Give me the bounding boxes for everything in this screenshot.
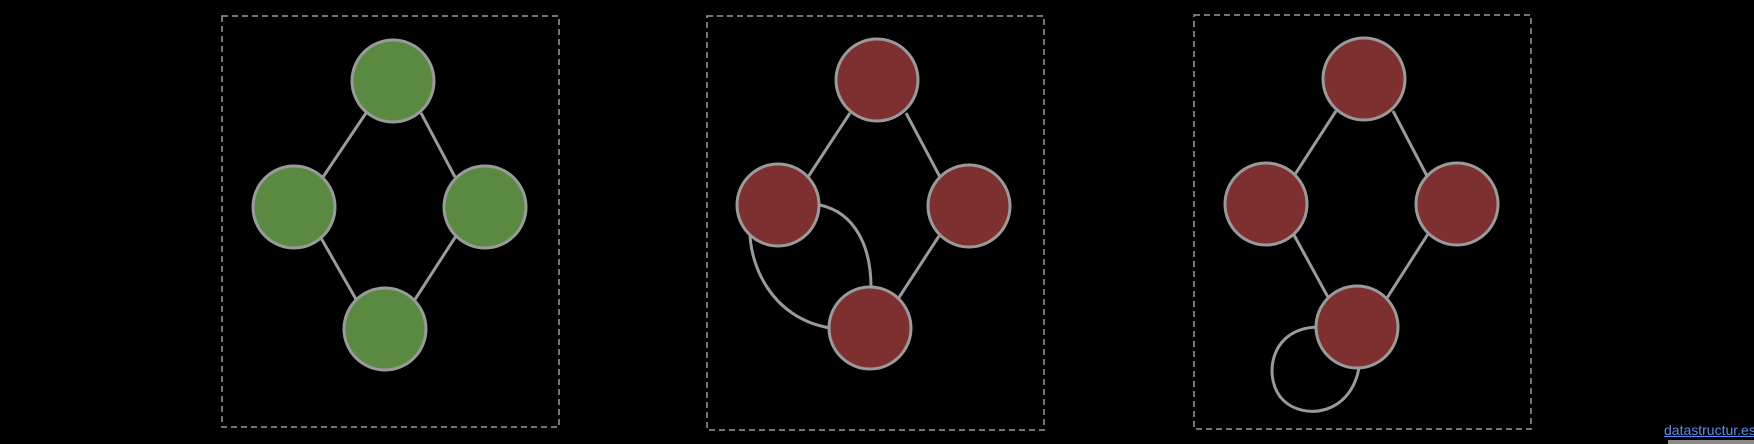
node-bottom <box>1314 284 1400 370</box>
panel-frame <box>706 15 1045 431</box>
edge-right-bottom <box>896 235 941 300</box>
panel-self-loop-graph <box>1193 14 1532 430</box>
edge-left-bottom-curve-outer <box>748 225 831 330</box>
panel-simple-graph <box>221 15 560 428</box>
edge-top-right <box>419 112 457 178</box>
node-bottom <box>342 286 428 372</box>
node-left <box>1223 161 1309 247</box>
node-top <box>1321 36 1407 122</box>
node-left <box>251 164 337 250</box>
edge-top-left <box>1292 110 1338 177</box>
panel-frame <box>221 15 560 428</box>
node-right <box>1414 161 1500 247</box>
edge-right-bottom <box>1385 233 1430 299</box>
panel-frame <box>1193 14 1532 430</box>
node-right <box>442 164 528 250</box>
panel-multi-edge-graph <box>706 15 1045 431</box>
edge-left-bottom <box>319 237 359 302</box>
edge-top-right <box>1391 110 1429 177</box>
node-top <box>834 37 920 123</box>
edge-bottom-self-loop <box>1270 325 1361 413</box>
edge-top-left <box>321 112 368 178</box>
attribution-underbar <box>1668 440 1754 444</box>
node-left <box>735 162 821 248</box>
attribution-link[interactable]: datastructur.es <box>1664 422 1754 438</box>
edge-right-bottom <box>412 235 458 302</box>
node-top <box>350 38 436 124</box>
edge-left-bottom-curve-inner <box>819 203 873 288</box>
node-bottom <box>827 285 913 371</box>
edge-left-bottom <box>1292 234 1331 300</box>
edge-top-left <box>806 112 852 178</box>
node-right <box>926 163 1012 249</box>
edge-top-right <box>904 112 942 178</box>
